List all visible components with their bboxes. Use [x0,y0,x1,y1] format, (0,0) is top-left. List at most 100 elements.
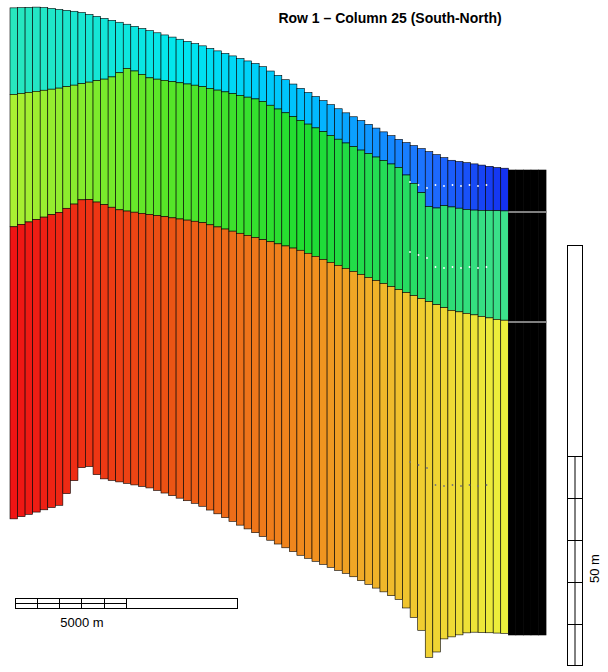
layer-2-cell [463,209,471,313]
layer-3-cell [48,215,56,508]
layer-2-cell [184,84,192,220]
layer-3-cell [304,253,312,558]
layer-2-cell [93,81,101,202]
layer-2-cell [267,105,275,242]
layer-1-cell [448,160,456,207]
observation-points [409,181,487,487]
layer-2-cell [440,206,448,308]
layer-3-cell [10,227,18,519]
layer-1-cell [199,46,207,87]
layer-3-cell [403,293,411,608]
scale-bar-outline [568,246,583,666]
layer-2-cell [486,211,494,318]
observation-dot [426,467,428,469]
layer-2-cell [471,210,479,315]
layer-1-cell [191,44,199,86]
layer-1-cell [471,164,479,210]
observation-dot [435,184,437,186]
scale-bar-tick [568,456,583,457]
layer-3-cell [153,216,161,491]
scale-bar-tick [37,599,38,609]
layer-3-cell [274,244,282,544]
layer-1-cell [388,136,396,164]
layer-3-cell [282,246,290,548]
layer-2-cell [455,208,463,312]
inactive-cell [508,212,516,322]
observation-dot [469,266,471,268]
layer-2-cell [78,84,86,200]
layer-3-cell [365,277,373,584]
layer-3-cell [40,217,48,510]
layer-2-cell [214,90,222,227]
layer-2-cell [433,208,441,305]
layer-1-cell [418,149,426,193]
layer-2-cell [327,135,335,262]
layer-3-cell [463,313,471,633]
scale-bar-divider [16,603,127,604]
layer-1-cell [403,143,411,175]
layer-3-cell [471,315,479,632]
scale-bar-tick [568,582,583,583]
layer-1-cell [70,11,78,85]
layer-3-cell [418,299,426,631]
scale-label: 50 m [587,554,602,583]
inactive-cell [516,212,524,322]
layer-3-cell [478,316,486,632]
layer-2-cell [169,82,177,218]
inactive-cell [539,212,547,322]
layer-3-cell [93,202,101,475]
observation-dot [452,266,454,268]
layer-1-cell [86,14,94,82]
inactive-cell [531,212,539,322]
observation-dot [443,485,445,487]
layer-1-cell [493,168,501,211]
layer-1-cell [214,51,222,90]
layer-1-cell [206,48,214,88]
layer-2-cell [395,167,403,289]
layer-1-cell [18,8,26,94]
layer-3-cell [191,221,199,503]
layer-2-cell [380,161,388,284]
layer-2-cell [229,94,237,232]
inactive-cell [539,170,547,212]
layer-2-cell [297,120,305,250]
layer-3-cell [327,262,335,567]
scale-bar-divider [575,456,576,665]
layer-2-cell [10,94,18,226]
layer-3-cell [116,210,124,482]
layer-3-cell [372,280,380,588]
observation-dot [452,484,454,486]
layer-3-cell [184,220,192,501]
layer-1-cell [25,7,33,92]
horizontal-scale-bar [16,599,238,609]
layer-3-cell [123,211,131,483]
layer-3-cell [206,225,214,510]
layer-1-cell [153,33,161,79]
layer-2-cell [123,69,131,212]
layer-1-cell [357,121,365,151]
layer-1-cell [304,92,312,124]
layer-1-cell [335,109,343,139]
layer-3-cell [448,310,456,637]
layer-1-cell [55,9,63,88]
observation-dot [460,485,462,487]
layer-2-cell [403,175,411,293]
layer-3-cell [244,235,252,529]
layer-1-cell [342,113,350,143]
layer-2-cell [357,150,365,274]
layer-3-cell [357,274,365,580]
layer-3-cell [176,219,184,498]
layer-3-cell [425,302,433,658]
layer-2-cell [146,78,154,215]
observation-dot [443,185,445,187]
scale-bar-tick [59,599,60,609]
layer-2-cell [108,77,116,207]
layer-3-cell [63,208,71,493]
layer-1-cell [478,165,486,210]
layer-2-cell [244,97,252,235]
scale-label: 5000 m [60,615,103,630]
layer-3-cell [70,204,78,481]
observation-dot [418,254,420,256]
layer-3-cell [86,199,94,466]
inactive-cell [523,322,531,635]
